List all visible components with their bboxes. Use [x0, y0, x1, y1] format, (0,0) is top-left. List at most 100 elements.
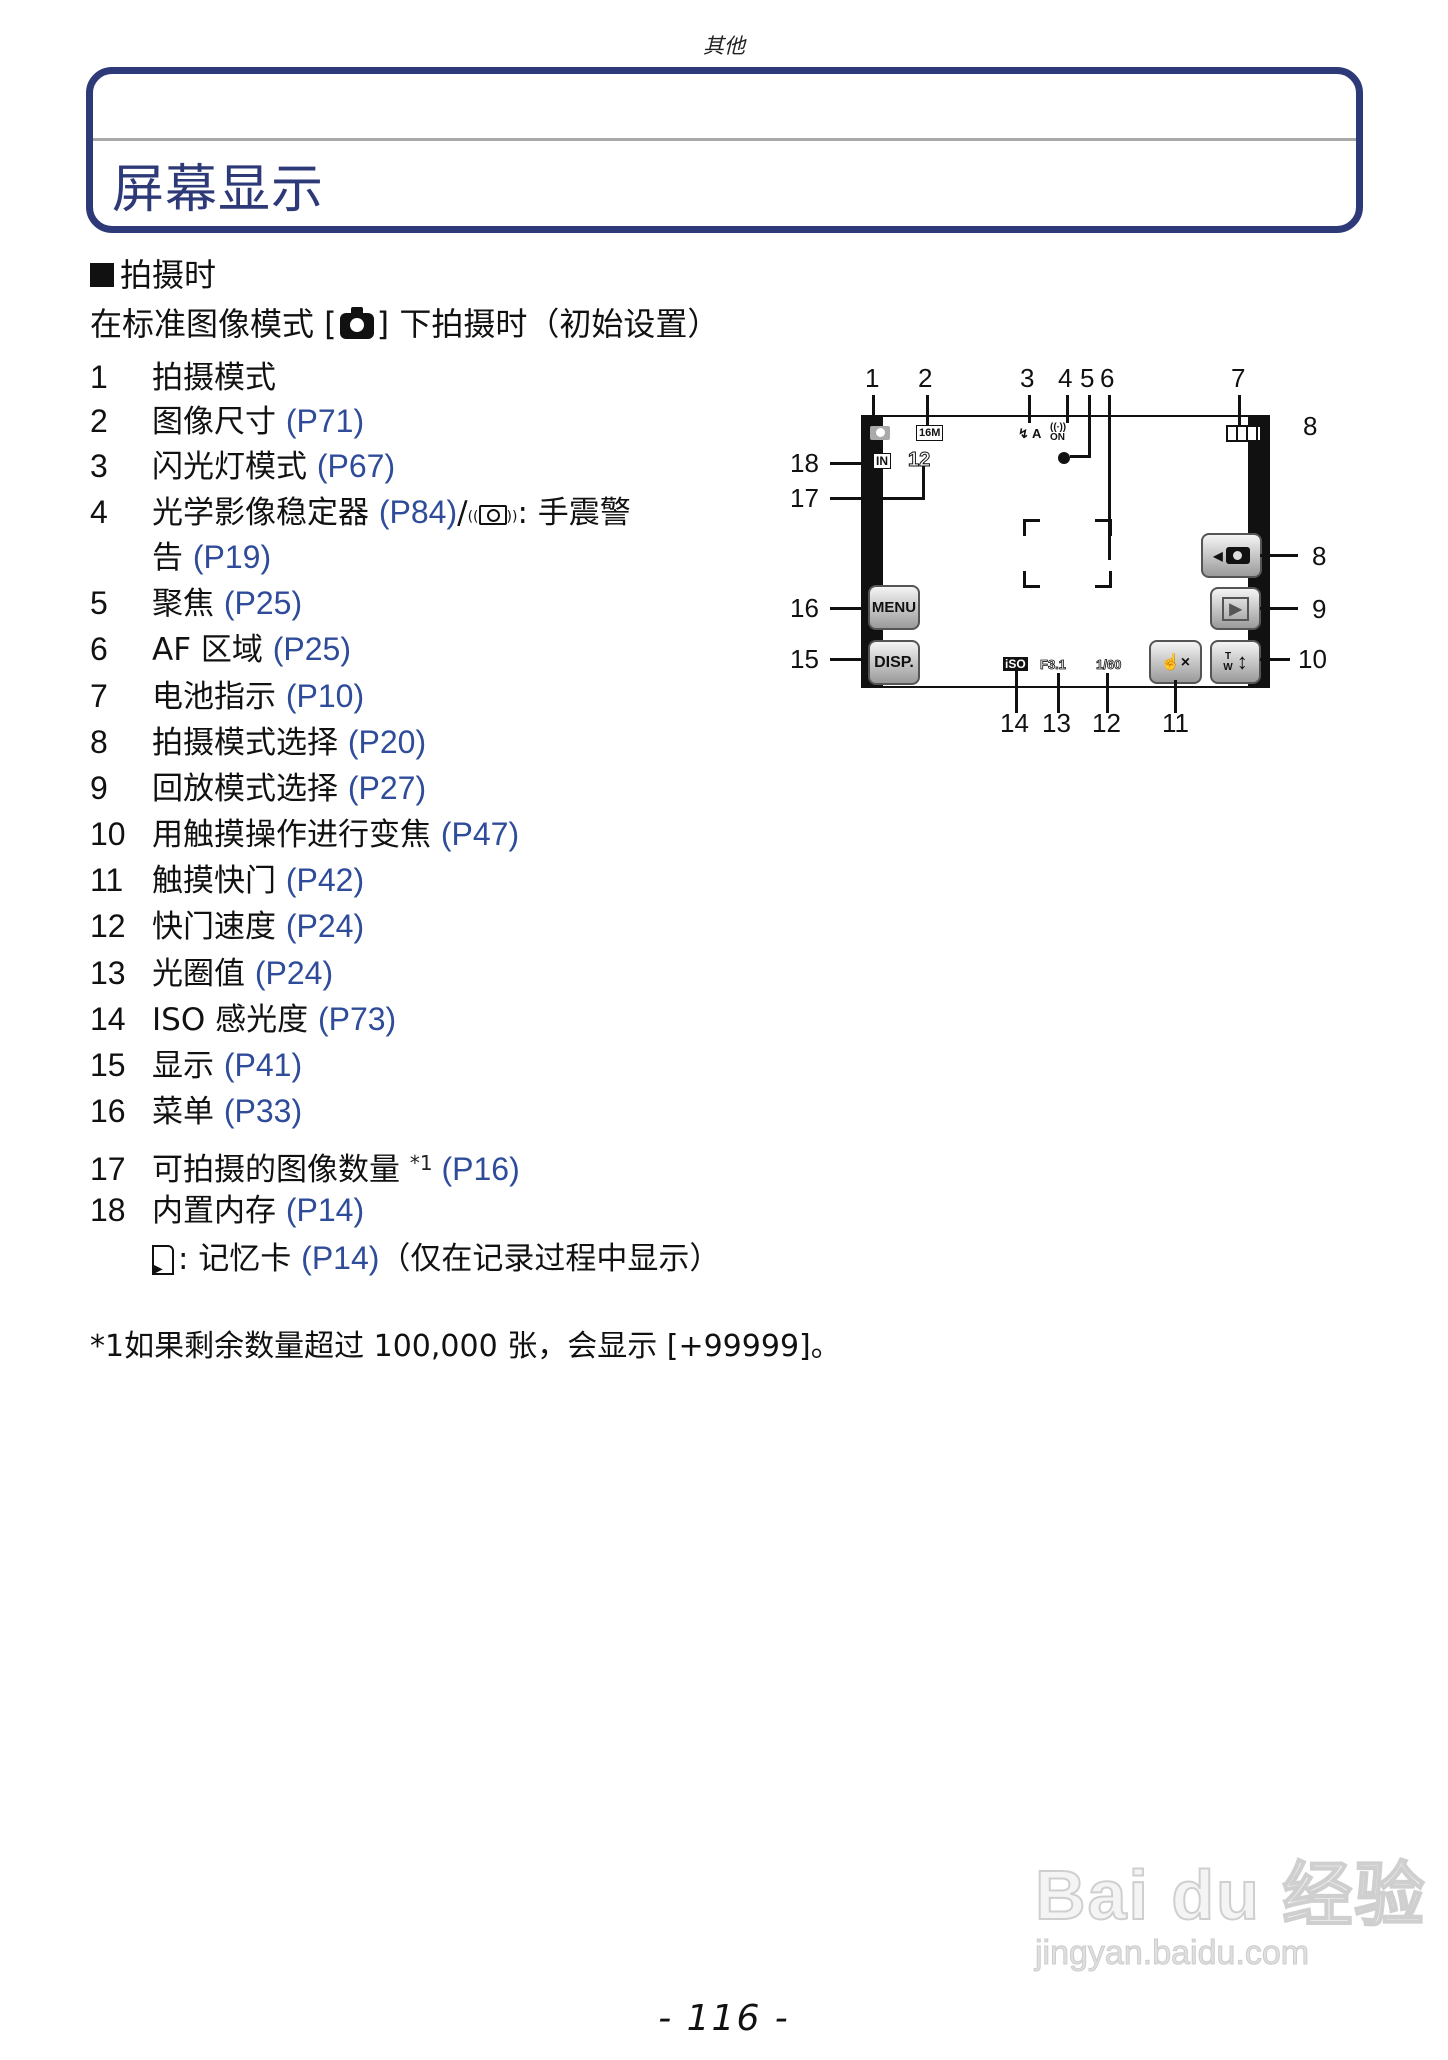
- title-divider: [93, 138, 1356, 141]
- flash-auto-icon: ↯ A: [1018, 426, 1042, 441]
- item-text: 光圈值: [152, 956, 255, 992]
- page-ref-link[interactable]: (P25): [223, 585, 303, 621]
- section-subheading: 在标准图像模式 [] 下拍摄时（初始设置）: [90, 302, 719, 346]
- menu-button[interactable]: MENU: [868, 585, 920, 630]
- item-text: 快门速度: [152, 909, 286, 945]
- callout-8: 8: [1303, 411, 1318, 441]
- page-ref-link[interactable]: (P24): [254, 955, 334, 991]
- callout-3: 3: [1020, 363, 1035, 393]
- page-ref-link[interactable]: (P41): [223, 1047, 303, 1083]
- page-ref-link[interactable]: (P84): [378, 494, 458, 530]
- page-ref-link[interactable]: (P67): [316, 448, 396, 484]
- page-ref-link[interactable]: (P19): [192, 539, 272, 575]
- item-text: AF 区域: [152, 632, 273, 668]
- callout-17: 17: [790, 483, 819, 513]
- page-ref-link[interactable]: (P47): [440, 816, 520, 852]
- item-text: 图像尺寸: [152, 404, 286, 440]
- built-in-memory-icon: IN: [873, 453, 891, 469]
- item-number: 1: [90, 359, 108, 395]
- callout-11: 11: [1162, 708, 1189, 738]
- subheading-pre: 在标准图像模式 [: [90, 305, 337, 343]
- item-number: 8: [90, 724, 108, 760]
- separator: /: [457, 495, 468, 531]
- page-ref-link[interactable]: (P14): [301, 1240, 380, 1276]
- page-ref-link[interactable]: (P42): [285, 862, 365, 898]
- page-ref-link[interactable]: (P10): [285, 678, 365, 714]
- page-ref-link[interactable]: (P16): [432, 1151, 520, 1187]
- item-text: 告: [152, 540, 193, 576]
- page-title: 屏幕显示: [112, 160, 325, 220]
- title-box: [86, 67, 1363, 233]
- item-text: 聚焦: [152, 586, 224, 622]
- item-number: 16: [90, 1093, 126, 1129]
- callout-4: 4: [1058, 363, 1073, 393]
- playback-mode-button[interactable]: ▶: [1210, 587, 1261, 630]
- item-number: 5: [90, 585, 108, 621]
- page-ref-link[interactable]: (P14): [285, 1192, 365, 1228]
- focus-indicator-icon: [1058, 452, 1070, 464]
- recording-mode-select-button[interactable]: ◀: [1201, 533, 1262, 578]
- shake-alert-icon: (()): [468, 497, 517, 537]
- page-ref-link[interactable]: (P20): [347, 724, 427, 760]
- item-text: ISO 感光度: [152, 1002, 318, 1038]
- item-text: 拍摄模式: [152, 360, 276, 396]
- page-ref-link[interactable]: (P24): [285, 908, 365, 944]
- item-number: 18: [90, 1192, 126, 1228]
- callout-10: 10: [1298, 644, 1327, 674]
- disp-button[interactable]: DISP.: [868, 640, 920, 685]
- left-arrow-icon: ◀: [1213, 548, 1223, 563]
- item-number: 6: [90, 631, 108, 667]
- item-number: 17: [90, 1151, 126, 1187]
- callout-6: 6: [1100, 363, 1115, 393]
- callout-16: 16: [790, 593, 819, 623]
- page-ref-link[interactable]: (P33): [223, 1093, 303, 1129]
- page-ref-link[interactable]: (P73): [317, 1001, 397, 1037]
- item-text: 可拍摄的图像数量: [152, 1152, 410, 1188]
- lcd-screen-diagram: 1 2 3 4 5 6 7 16M ↯ A ((∙)) ON 18 17 16 …: [770, 355, 1370, 755]
- item-number: 13: [90, 955, 126, 991]
- page-number: - 116 -: [658, 1998, 790, 2039]
- item-number: 11: [90, 862, 124, 898]
- zoom-arrow-icon: ↕: [1236, 649, 1248, 674]
- aperture-value: F3.1: [1040, 657, 1067, 673]
- battery-icon: [1226, 425, 1262, 442]
- screen-frame: [861, 415, 1270, 688]
- running-head: 其他: [703, 34, 745, 58]
- callout-14: 14: [1000, 708, 1029, 738]
- footnote-marker: *1: [409, 1151, 433, 1175]
- callout-5: 5: [1080, 363, 1095, 393]
- recording-mode-icon: [870, 426, 890, 440]
- callout-18: 18: [790, 448, 819, 478]
- camera-icon: [1225, 547, 1250, 564]
- watermark-brand: Bai du 经验: [1034, 1856, 1427, 1934]
- section-heading-text: 拍摄时: [120, 256, 217, 294]
- page-ref-link[interactable]: (P27): [347, 770, 427, 806]
- list-item: 6 AF 区域 (P25): [90, 629, 351, 669]
- item-number: 10: [90, 816, 126, 852]
- touch-shutter-button[interactable]: ☝×: [1149, 640, 1202, 684]
- page-ref-link[interactable]: (P25): [272, 631, 351, 667]
- item-number: 3: [90, 448, 108, 484]
- square-bullet-icon: [90, 263, 114, 287]
- list-item: 18 内置内存 (P14): [90, 1190, 364, 1230]
- ois-icon: ((∙)) ON: [1050, 422, 1067, 443]
- page-ref-link[interactable]: (P71): [285, 403, 365, 439]
- intelligent-iso-icon: iSO: [1003, 657, 1028, 671]
- callout-2: 2: [918, 363, 933, 393]
- callout-1: 1: [865, 363, 880, 393]
- remaining-shots: 12: [907, 449, 931, 472]
- item-text: 内置内存: [152, 1193, 286, 1229]
